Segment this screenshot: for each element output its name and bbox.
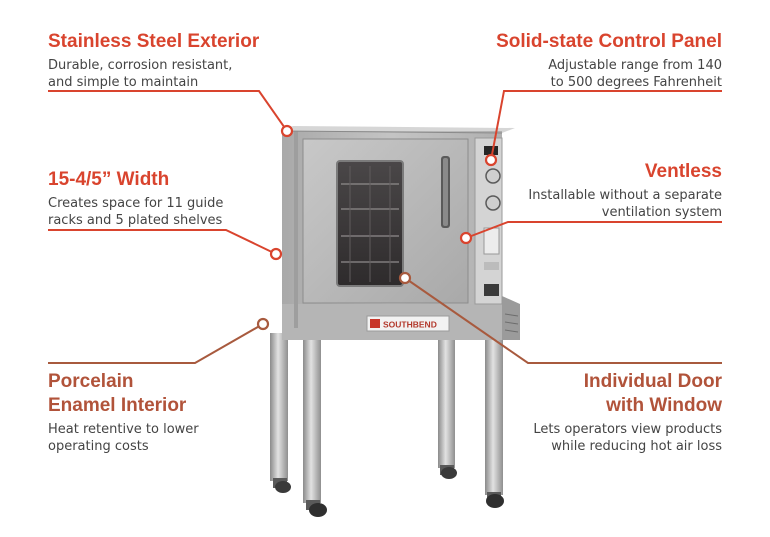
oven-legs xyxy=(270,300,503,503)
callout-desc: Creates space for 11 guide racks and 5 p… xyxy=(48,196,224,228)
callout-markers xyxy=(256,124,498,331)
callout-desc: Installable without a separate ventilati… xyxy=(528,188,722,220)
callout-title-line1: Individual Door xyxy=(583,371,722,392)
callout-title-line2: Enamel Interior xyxy=(48,395,187,416)
door-marker xyxy=(398,271,412,285)
stainless-leader xyxy=(48,90,288,132)
callout-title-line1: Porcelain xyxy=(48,371,134,392)
callout-porcelain-interior: Porcelain Enamel Interior Heat retentive… xyxy=(48,370,288,455)
callout-ventless: Ventless Installable without a separate … xyxy=(455,160,722,221)
callout-desc: Heat retentive to lower operating costs xyxy=(48,422,199,454)
callout-door-window: Individual Door with Window Lets operato… xyxy=(455,370,722,455)
callout-desc: Lets operators view products while reduc… xyxy=(533,422,722,454)
door-leader xyxy=(404,277,722,364)
stainless-marker xyxy=(280,124,294,138)
brand-plate: SOUTHBEND xyxy=(366,315,450,332)
callout-title: 15-4/5” Width xyxy=(48,169,170,190)
callout-title: Solid-state Control Panel xyxy=(496,31,722,52)
porcelain-marker xyxy=(256,317,270,331)
porcelain-leader xyxy=(48,323,264,364)
callout-desc: Durable, corrosion resistant, and simple… xyxy=(48,58,233,90)
ventless-leader xyxy=(465,221,722,239)
callout-control-panel: Solid-state Control Panel Adjustable ran… xyxy=(455,30,722,91)
callout-title-line2: with Window xyxy=(606,395,722,416)
oven-door xyxy=(302,138,469,304)
ventless-marker xyxy=(459,231,473,245)
control-marker xyxy=(484,153,498,167)
side-vent xyxy=(502,296,520,340)
width-leader xyxy=(48,229,277,255)
callout-desc-line1: Adjustable range from 140 xyxy=(548,58,722,73)
leader-lines xyxy=(48,90,722,364)
callout-title: Stainless Steel Exterior xyxy=(48,31,260,52)
callout-desc-line2: to 500 degrees Fahrenheit xyxy=(550,75,722,90)
control-leader xyxy=(490,90,722,161)
brand-text: SOUTHBEND xyxy=(383,320,437,330)
callout-width: 15-4/5” Width Creates space for 11 guide… xyxy=(48,168,288,229)
control-panel xyxy=(474,137,503,305)
width-marker xyxy=(269,247,283,261)
callout-title: Ventless xyxy=(644,161,722,182)
caster-wheels xyxy=(273,465,504,517)
callout-stainless-steel: Stainless Steel Exterior Durable, corros… xyxy=(48,30,288,91)
